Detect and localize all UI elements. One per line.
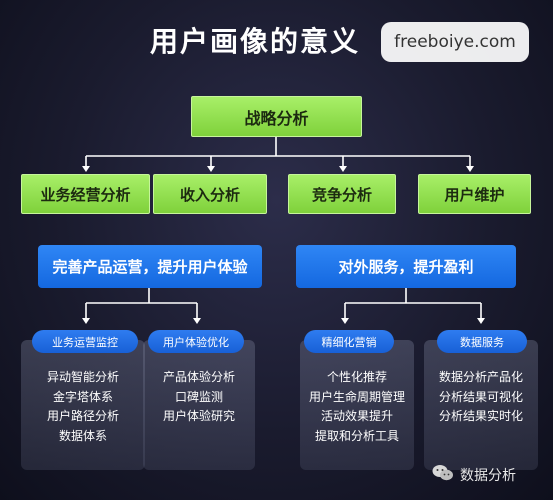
root-node: 战略分析 — [191, 96, 362, 137]
list-item: 数据分析产品化 — [438, 370, 523, 384]
sub-pill-ux-optimize: 用户体验优化 — [148, 330, 244, 353]
watermark-badge: freeboiye.com — [381, 22, 529, 62]
sub-pill-precision-marketing: 精细化营销 — [304, 330, 394, 353]
level1-node-business: 业务经营分析 — [21, 174, 150, 214]
level1-node-user-maintenance: 用户维护 — [418, 174, 531, 214]
list-item: 个性化推荐 — [326, 370, 387, 384]
item-list: 数据分析产品化 分析结果可视化 分析结果实时化 — [424, 368, 538, 427]
list-item: 提取和分析工具 — [314, 428, 399, 443]
wechat-icon — [432, 464, 454, 486]
list-item: 异动智能分析 — [46, 370, 119, 384]
list-item: 用户体验研究 — [162, 409, 235, 423]
list-item: 数据体系 — [58, 428, 107, 443]
list-item: 金字塔体系 — [52, 389, 113, 404]
item-list: 异动智能分析 金字塔体系 用户路径分析 数据体系 — [21, 368, 145, 446]
footer-watermark-text: 数据分析 — [460, 468, 516, 484]
sub-panel — [143, 340, 255, 470]
footer-watermark: 数据分析 — [432, 462, 547, 488]
group-header-external-service: 对外服务，提升盈利 — [296, 245, 516, 288]
item-list: 个性化推荐 用户生命周期管理 活动效果提升 提取和分析工具 — [300, 368, 414, 446]
list-item: 活动效果提升 — [320, 409, 393, 423]
sub-panel — [21, 340, 145, 470]
list-item: 产品体验分析 — [162, 370, 235, 384]
page-title: 用户画像的意义 — [150, 25, 361, 58]
list-item: 用户生命周期管理 — [308, 389, 405, 404]
item-list: 产品体验分析 口碑监测 用户体验研究 — [143, 368, 255, 427]
sub-panel — [300, 340, 414, 470]
group-header-product-ops: 完善产品运营，提升用户体验 — [38, 245, 262, 288]
list-item: 用户路径分析 — [46, 409, 119, 423]
sub-panel — [424, 340, 538, 470]
sub-pill-ops-monitor: 业务运营监控 — [32, 330, 138, 353]
list-item: 分析结果可视化 — [438, 389, 523, 404]
level1-node-competition: 竞争分析 — [288, 174, 396, 214]
sub-pill-data-service: 数据服务 — [437, 330, 527, 353]
list-item: 分析结果实时化 — [438, 409, 523, 423]
level1-node-revenue: 收入分析 — [153, 174, 267, 214]
list-item: 口碑监测 — [174, 389, 223, 404]
